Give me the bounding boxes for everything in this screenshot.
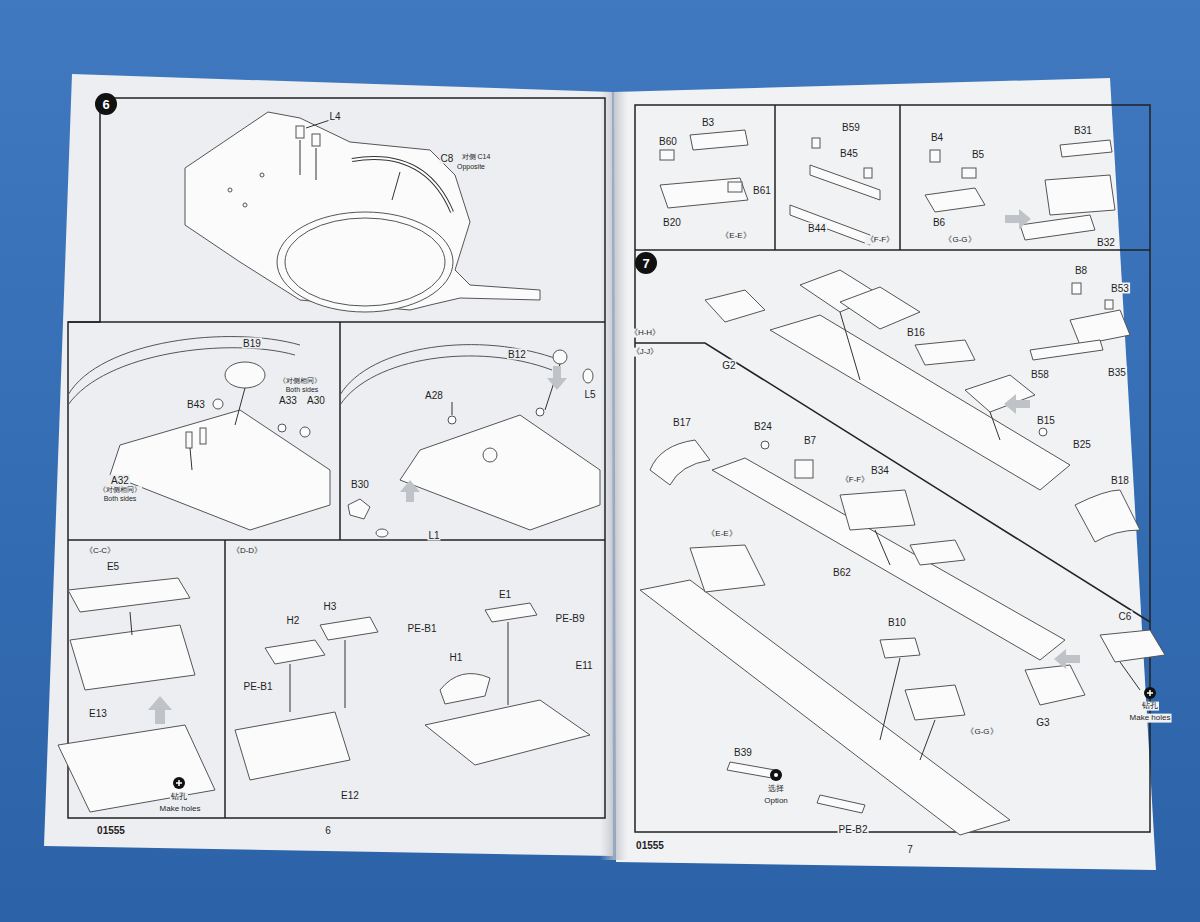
step-number-text: 7	[642, 257, 649, 270]
part-label: B59	[841, 122, 861, 133]
part-label: G2	[721, 360, 736, 371]
part-label: E5	[106, 561, 120, 572]
part-label: 选择	[767, 785, 785, 794]
part-label: PE-B1	[243, 681, 274, 692]
part-label: PE-B1	[407, 623, 438, 634]
part-label: B53	[1110, 283, 1130, 294]
part-label: B35	[1107, 367, 1127, 378]
part-label: B24	[753, 421, 773, 432]
part-label: B58	[1030, 369, 1050, 380]
part-label: 《E-E》	[720, 232, 751, 241]
step-number-text: 6	[102, 98, 109, 111]
part-label: B62	[832, 567, 852, 578]
part-label: B25	[1072, 439, 1092, 450]
part-label: PE-B9	[555, 613, 586, 624]
part-label: B15	[1036, 415, 1056, 426]
part-label: 《H-H》	[629, 329, 661, 338]
part-label: B4	[930, 132, 944, 143]
part-label: Opposite	[456, 163, 486, 171]
part-label: 《G-G》	[943, 236, 976, 245]
part-label: B5	[971, 149, 985, 160]
part-label: Make holes	[1129, 714, 1172, 723]
part-label: L4	[328, 111, 341, 122]
step-number: 7	[635, 252, 657, 274]
part-label: 《G-G》	[965, 728, 998, 737]
part-label: B34	[870, 465, 890, 476]
part-label: Option	[763, 797, 789, 806]
part-label: G3	[1035, 717, 1050, 728]
part-label: B31	[1073, 125, 1093, 136]
kit-number: 01555	[635, 840, 665, 851]
part-label: 《对侧相同》	[98, 486, 142, 494]
part-label: B61	[752, 185, 772, 196]
part-label: L1	[427, 530, 440, 541]
part-label: 钻孔	[170, 793, 188, 802]
step-number: 6	[95, 93, 117, 115]
part-label: 钻孔	[1141, 702, 1159, 711]
part-label: 6	[324, 825, 332, 836]
part-label: 《对侧相同》	[278, 377, 322, 385]
part-label: B10	[887, 617, 907, 628]
part-label: B30	[350, 479, 370, 490]
part-label: 7	[906, 844, 914, 855]
part-label: C8	[440, 153, 455, 164]
part-label: 《J-J》	[631, 348, 660, 357]
part-label: 《F-F》	[865, 236, 895, 245]
part-label: B6	[932, 217, 946, 228]
kit-number: 01555	[96, 825, 126, 836]
part-label: 《C-C》	[84, 547, 116, 556]
part-label: H3	[323, 601, 338, 612]
part-label: B18	[1110, 475, 1130, 486]
part-label: A33	[278, 395, 298, 406]
part-label: B32	[1096, 237, 1116, 248]
part-label: Both sides	[285, 386, 320, 394]
part-label: B43	[186, 399, 206, 410]
part-label: B44	[807, 223, 827, 234]
part-label: H2	[286, 615, 301, 626]
part-label: E1	[498, 589, 512, 600]
part-label: B60	[658, 136, 678, 147]
part-label: B45	[839, 148, 859, 159]
part-label: 《F-F》	[840, 476, 870, 485]
part-label: B17	[672, 417, 692, 428]
part-label: E13	[88, 708, 108, 719]
part-label: Make holes	[159, 805, 202, 814]
part-label: 对侧 C14	[461, 153, 492, 161]
part-label: C6	[1118, 611, 1133, 622]
part-label: E11	[574, 660, 593, 671]
part-label: H1	[449, 652, 464, 663]
part-label: A30	[306, 395, 326, 406]
part-label: B7	[803, 435, 817, 446]
part-label: B19	[242, 338, 262, 349]
part-label: Both sides	[103, 495, 138, 503]
part-label: B8	[1074, 265, 1088, 276]
part-label: PE-B2	[838, 824, 869, 835]
part-label: B3	[701, 117, 715, 128]
part-label: B12	[507, 349, 527, 360]
part-label: A28	[424, 390, 444, 401]
part-label: A32	[110, 475, 130, 486]
part-label: B16	[906, 327, 926, 338]
part-label: E12	[340, 790, 360, 801]
part-label: B20	[662, 217, 682, 228]
part-label: 《E-E》	[706, 530, 737, 539]
part-label: 《D-D》	[231, 547, 263, 556]
part-label: B39	[733, 747, 753, 758]
part-label: L5	[583, 389, 596, 400]
